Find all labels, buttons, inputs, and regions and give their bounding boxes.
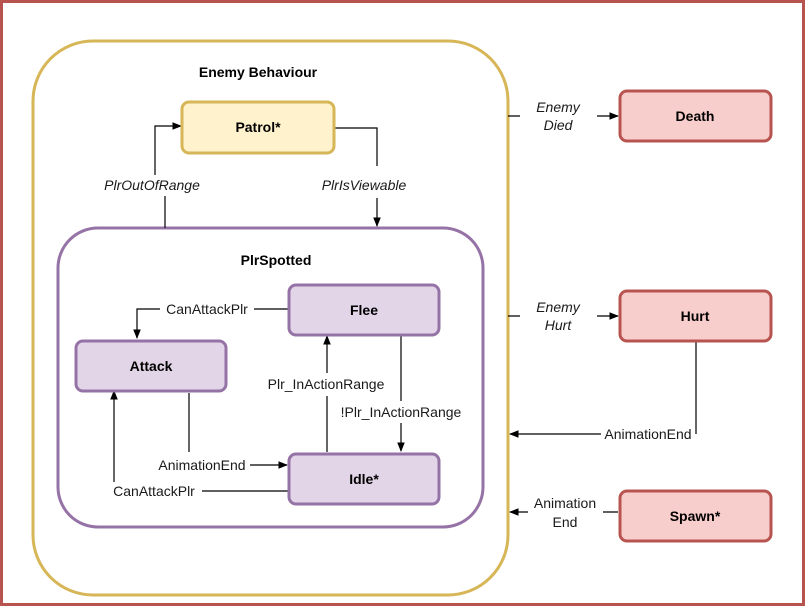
state-hurt[interactable]: Hurt <box>618 289 773 343</box>
label-can-attack-plr-bottom: CanAttackPlr <box>113 483 195 499</box>
state-attack[interactable]: Attack <box>74 339 228 393</box>
label-animation-end-inner: AnimationEnd <box>158 457 245 473</box>
plr-spotted-title: PlrSpotted <box>241 252 312 268</box>
label-plr-in-action-range: Plr_InActionRange <box>268 376 385 392</box>
state-patrol[interactable]: Patrol* <box>180 100 336 155</box>
label-can-attack-plr-top: CanAttackPlr <box>166 301 248 317</box>
label-enemy-hurt-2: Hurt <box>545 317 573 333</box>
label-animation-end-spawn-1: Animation <box>534 495 596 511</box>
label-plr-is-viewable: PlrIsViewable <box>322 177 407 193</box>
label-not-plr-in-action-range: !Plr_InActionRange <box>341 404 462 420</box>
state-idle[interactable]: Idle* <box>287 452 441 506</box>
state-hurt-label: Hurt <box>681 308 710 324</box>
edge-plr-out-of-range <box>154 126 181 228</box>
state-flee[interactable]: Flee <box>287 283 441 337</box>
edge-can-attack-plr-bottom <box>114 391 288 492</box>
label-enemy-hurt-1: Enemy <box>536 299 581 315</box>
edge-plr-is-viewable <box>334 127 377 226</box>
edge-animation-end-inner <box>188 393 287 465</box>
state-death-label: Death <box>676 108 715 124</box>
state-spawn-label: Spawn* <box>670 508 721 524</box>
state-death[interactable]: Death <box>618 89 773 143</box>
label-enemy-died-2: Died <box>544 117 574 133</box>
edge-can-attack-plr-top <box>137 308 288 338</box>
state-flee-label: Flee <box>350 302 378 318</box>
state-attack-label: Attack <box>130 358 173 374</box>
state-spawn[interactable]: Spawn* <box>618 489 773 543</box>
enemy-behaviour-title: Enemy Behaviour <box>199 64 318 80</box>
enemy-behaviour-group <box>31 39 510 597</box>
edge-animation-end-hurt <box>510 341 697 434</box>
state-idle-label: Idle* <box>349 471 379 487</box>
plr-spotted-group <box>56 226 485 529</box>
label-animation-end-hurt: AnimationEnd <box>604 426 691 442</box>
label-enemy-died-1: Enemy <box>536 99 581 115</box>
label-animation-end-spawn-2: End <box>553 514 578 530</box>
label-plr-out-of-range: PlrOutOfRange <box>104 177 200 193</box>
state-patrol-label: Patrol* <box>235 119 281 135</box>
